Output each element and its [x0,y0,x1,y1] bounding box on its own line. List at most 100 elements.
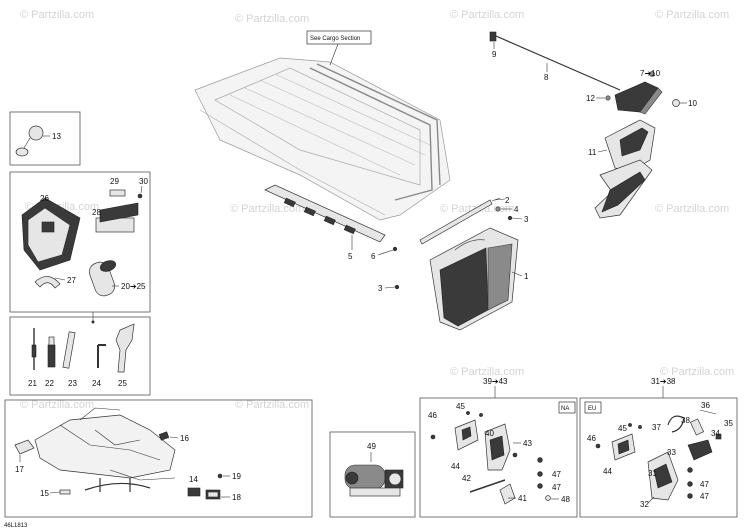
callout-41: 41 [518,494,527,503]
panel-tools [9,316,151,396]
callout-40: 40 [485,429,494,438]
callout-34: 34 [711,429,720,438]
callout-19: 19 [232,472,241,481]
callout-45: 45 [618,424,627,433]
callout-33: 33 [667,448,676,457]
callout-21: 21 [28,379,37,388]
watermark: © Partzilla.com [655,203,729,215]
watermarks: © Partzilla.com © Partzilla.com © Partzi… [20,9,734,411]
callout-47: 47 [700,480,709,489]
callout-30: 30 [139,177,148,186]
watermark: © Partzilla.com [230,203,304,215]
watermark: © Partzilla.com [235,399,309,411]
eu-hitch-part [595,409,722,501]
callout-23: 23 [68,379,77,388]
callout-47: 47 [700,492,709,501]
callout-16: 16 [180,434,189,443]
callout-9: 9 [492,50,497,59]
watermark: © Partzilla.com [450,366,524,378]
see-cargo-box [306,30,372,45]
callout-39-43: 39➔43 [483,377,508,386]
panel-eu [579,397,738,518]
panel-winch [329,431,416,518]
callout-35: 35 [724,419,733,428]
storage-bag-part [429,227,519,331]
callout-37: 37 [652,423,661,432]
callout-10: 10 [688,99,697,108]
callout-4: 4 [514,205,519,214]
callout-22: 22 [45,379,54,388]
callout-45: 45 [456,402,465,411]
callout-29: 29 [110,177,119,186]
panel-na [419,397,578,518]
harness-part [489,31,621,91]
see-cargo-label: See Cargo Section [310,36,360,42]
winch-part [344,464,404,497]
callout-7-10: 7➔10 [640,69,661,78]
watermark: © Partzilla.com [655,9,729,21]
tool-kit-box-part [95,189,143,233]
callout-3: 3 [378,284,383,293]
callout-43: 43 [523,439,532,448]
callout-27: 27 [67,276,76,285]
tools-part [31,323,135,373]
callout-20-25: 20➔25 [121,282,146,291]
callout-36: 36 [701,401,710,410]
spray-can-part [88,260,117,297]
callout-46: 46 [428,411,437,420]
callout-28: 28 [92,208,101,217]
callout-11: 11 [588,148,597,157]
snowmobile-drawing [14,407,176,495]
panel-tool-bag [9,171,151,313]
knob-part [15,125,44,157]
region-eu: EU [588,406,596,412]
callout-8: 8 [544,73,549,82]
bracket-part [594,119,656,219]
callout-24: 24 [92,379,101,388]
callout-44: 44 [451,462,460,471]
na-hitch-part [430,411,551,505]
callout-46: 46 [587,434,596,443]
callout-18: 18 [232,493,241,502]
side-rail-part [264,184,386,243]
callout-38: 38 [681,416,690,425]
callout-1: 1 [524,272,529,281]
callout-25: 25 [118,379,127,388]
watermark: © Partzilla.com [20,399,94,411]
callout-32: 32 [640,500,649,509]
callout-31-38: 31➔38 [651,377,676,386]
callout-13: 13 [52,132,61,141]
light-assembly-part [605,71,680,115]
na-box [558,401,576,414]
callout-44: 44 [603,467,612,476]
callout-6: 6 [371,252,376,261]
callout-31: 31 [648,469,657,478]
cargo-rack-drawing [194,57,451,221]
callout-5: 5 [348,252,353,261]
watermark: © Partzilla.com [450,9,524,21]
callout-26: 26 [40,194,49,203]
callout-15: 15 [40,489,49,498]
watermark: © Partzilla.com [235,13,309,25]
callout-47: 47 [552,483,561,492]
callout-14: 14 [189,475,198,484]
watermark: © Partzilla.com [20,9,94,21]
panel-13 [9,111,81,166]
eu-box [584,401,602,414]
callout-48: 48 [561,495,570,504]
callout-2: 2 [505,196,510,205]
panel-sled [4,399,313,518]
small-parts [187,473,223,500]
callout-42: 42 [462,474,471,483]
watermark: © Partzilla.com [660,366,734,378]
callout-49: 49 [367,442,376,451]
strip-part [419,197,501,245]
callout-3: 3 [524,215,529,224]
tool-bag-part [21,197,81,289]
region-na: NA [561,406,569,412]
callout-47: 47 [552,470,561,479]
diagram-code: 46L1813 [4,523,28,529]
callout-17: 17 [15,465,24,474]
callout-12: 12 [586,94,595,103]
